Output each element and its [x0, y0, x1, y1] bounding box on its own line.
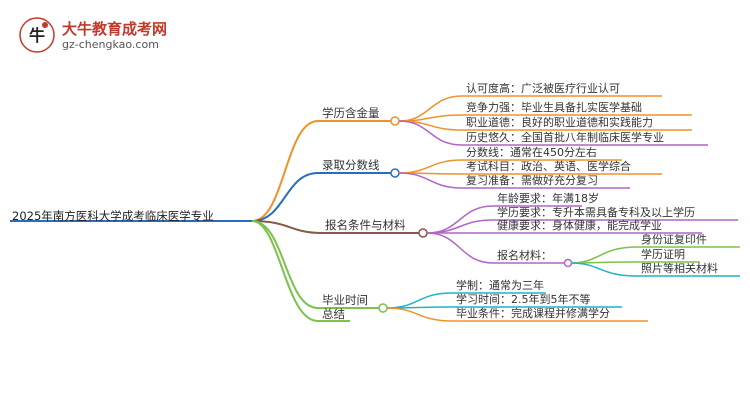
site-logo[interactable]: 牛 大牛教育成考网 gz-chengkao.com	[18, 16, 218, 56]
node-b1	[390, 116, 400, 126]
branch-graduation-time[interactable]: 毕业时间	[322, 293, 368, 307]
leaf-text: 学习时间：2.5年到5年不等	[456, 293, 591, 306]
leaf-text: 学制：通常为三年	[456, 279, 544, 292]
leaf-text: 职业道德：良好的职业道德和实践能力	[466, 116, 653, 129]
logo-mark-icon: 牛	[19, 17, 55, 53]
leaf-text: 历史悠久：全国首批八年制临床医学专业	[466, 131, 664, 144]
leaf-text: 认可度高：广泛被医疗行业认可	[466, 82, 620, 95]
connector-root-b5	[251, 220, 350, 322]
node-b3-sub	[563, 258, 573, 268]
connector-root-b4	[251, 220, 380, 309]
connector-root-b2	[251, 172, 392, 222]
svg-text:牛: 牛	[29, 26, 45, 45]
leaf-text: 竞争力强：毕业生具备扎实医学基础	[466, 101, 642, 114]
branch-admission-score[interactable]: 录取分数线	[322, 158, 380, 172]
root-topic[interactable]: 2025年南方医科大学成考临床医学专业	[12, 209, 214, 223]
branch-education-value[interactable]: 学历含金量	[322, 106, 380, 120]
node-b4	[378, 303, 388, 313]
leaf-text: 毕业条件：完成课程并修满学分	[456, 307, 610, 320]
node-b2	[390, 168, 400, 178]
node-b3	[418, 228, 428, 238]
connector-root-b1	[251, 120, 392, 222]
leaf-text: 学历证明	[641, 248, 685, 261]
leaf-text: 身份证复印件	[641, 233, 707, 246]
sub-branch-materials[interactable]: 报名材料：	[497, 249, 552, 262]
connector-root-b3	[251, 220, 420, 234]
leaf-text: 学历要求：专升本需具备专科及以上学历	[497, 206, 695, 219]
logo-title: 大牛教育成考网	[62, 20, 168, 38]
leaf-text: 年龄要求：年满18岁	[497, 192, 599, 205]
leaf-text: 健康要求：身体健康，能完成学业	[497, 219, 662, 232]
leaf-text: 考试科目：政治、英语、医学综合	[466, 160, 631, 173]
logo-url: gz-chengkao.com	[62, 38, 159, 51]
leaf-text: 分数线：通常在450分左右	[466, 146, 597, 159]
leaf-text: 复习准备：需做好充分复习	[466, 174, 598, 187]
branch-requirements[interactable]: 报名条件与材料	[325, 218, 406, 232]
leaf-text: 照片等相关材料	[641, 262, 718, 275]
branch-summary[interactable]: 总结	[322, 307, 345, 321]
